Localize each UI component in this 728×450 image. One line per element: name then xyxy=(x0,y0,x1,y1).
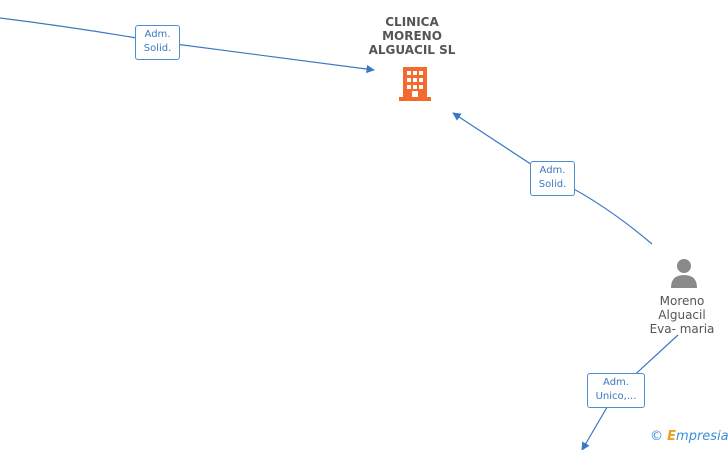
edge-label-3-line-1: Adm. xyxy=(603,377,629,388)
edge-label-1-line-1: Adm. xyxy=(144,29,171,40)
empresia-watermark: © Empresia xyxy=(650,429,728,444)
person-name-line-1: Moreno xyxy=(659,294,705,308)
copyright-symbol: © xyxy=(650,429,663,444)
company-name-line-3: ALGUACIL SL xyxy=(368,43,456,57)
edge-label-2-line-2: Solid. xyxy=(538,179,567,190)
edge-label-2-line-1: Adm. xyxy=(539,165,566,176)
person-icon[interactable] xyxy=(669,258,699,288)
edge-line-1 xyxy=(0,17,375,74)
brand-name: mpresia xyxy=(676,429,728,444)
person-name[interactable]: Moreno Alguacil Eva- maria xyxy=(640,294,724,336)
edge-label-3: Adm. Unico,... xyxy=(587,373,645,408)
person-name-line-2: Alguacil xyxy=(658,308,706,322)
company-name-line-2: MORENO xyxy=(382,29,442,43)
edge-label-1: Adm. Solid. xyxy=(135,25,180,60)
company-name: CLINICA MORENO ALGUACIL SL xyxy=(352,15,472,57)
person-name-line-3: Eva- maria xyxy=(649,322,715,336)
company-name-line-1: CLINICA xyxy=(385,15,439,29)
brand-initial: E xyxy=(667,429,677,444)
edge-label-1-line-2: Solid. xyxy=(143,43,172,54)
edge-label-3-line-2: Unico,... xyxy=(595,391,637,402)
edge-label-2: Adm. Solid. xyxy=(530,161,575,196)
building-icon[interactable] xyxy=(399,67,431,101)
